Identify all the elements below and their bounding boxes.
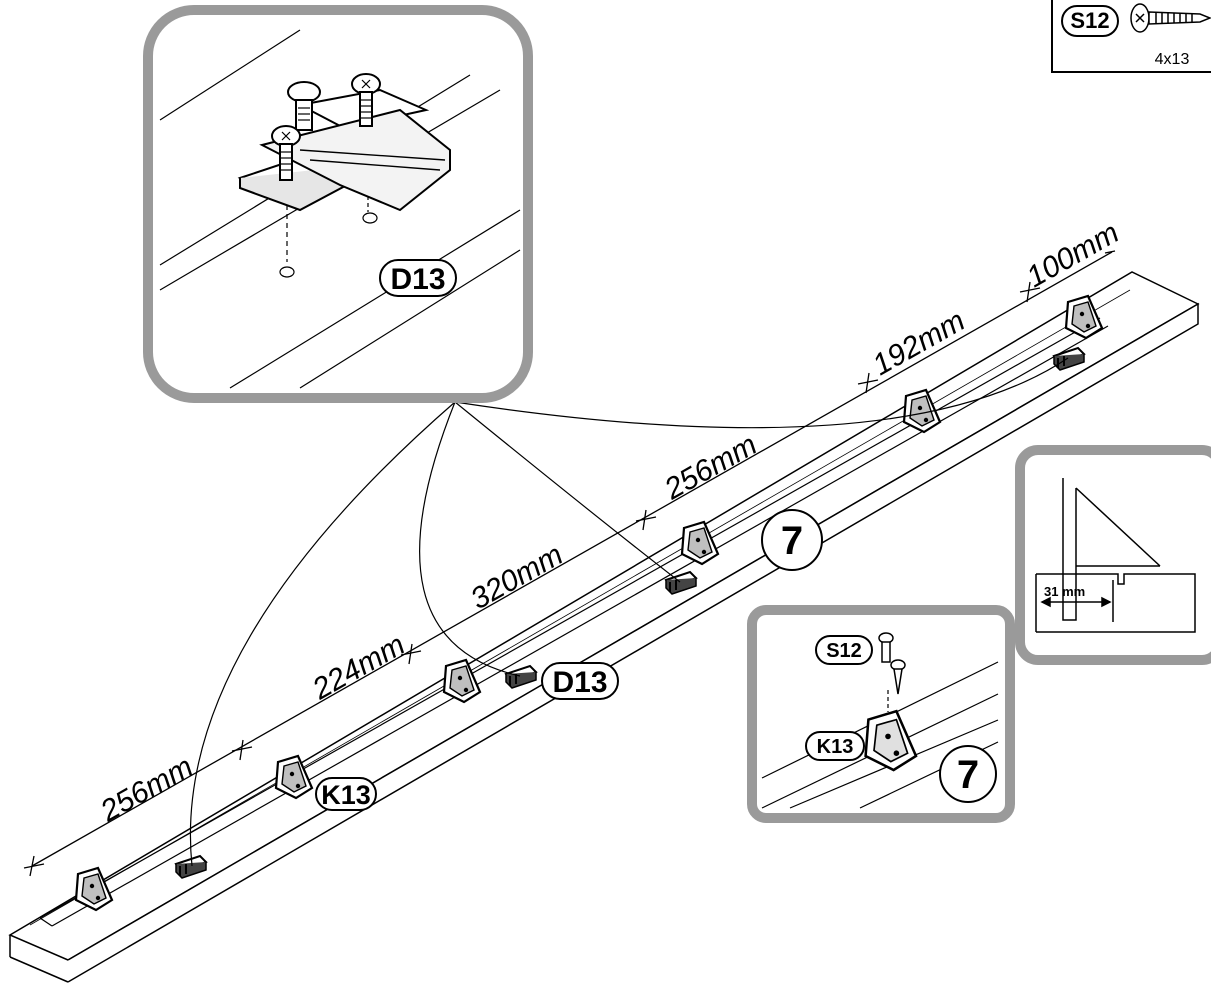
svg-text:7: 7: [781, 519, 803, 563]
dimension-label: 256mm: [658, 428, 762, 506]
detail-connector-panel: D13: [143, 5, 533, 403]
step-number: 7: [761, 509, 823, 571]
d13-label: D13: [541, 662, 619, 700]
dimension-label: 320mm: [465, 538, 568, 616]
dimension-label: 192mm: [867, 304, 970, 382]
dimension-label: 100mm: [1021, 216, 1124, 294]
screw-size: 4x13: [1155, 51, 1190, 68]
screw-icon: [1130, 3, 1211, 33]
leader-lines: [189, 357, 1069, 867]
detail-bracket-panel: S12 K13 7: [747, 605, 1015, 823]
hardware-legend: S12 4x13: [1051, 0, 1211, 73]
detail-screw-label: S12: [826, 640, 862, 662]
detail-step-number: 7: [957, 753, 979, 797]
detail-section-panel: 31 mm: [1015, 445, 1211, 665]
k13-label: K13: [315, 777, 377, 811]
corner-bracket-icon: [74, 866, 114, 912]
svg-text:D13: D13: [552, 666, 607, 699]
dimension-label: 256mm: [94, 750, 198, 828]
detail-connector-label: D13: [390, 263, 445, 296]
dimension-line: [23, 250, 1116, 877]
section-measurement: 31 mm: [1044, 584, 1085, 599]
detail-bracket-label: K13: [817, 736, 854, 758]
dimension-label: 224mm: [306, 628, 410, 706]
svg-text:S12: S12: [1070, 8, 1109, 33]
svg-text:K13: K13: [321, 780, 371, 810]
